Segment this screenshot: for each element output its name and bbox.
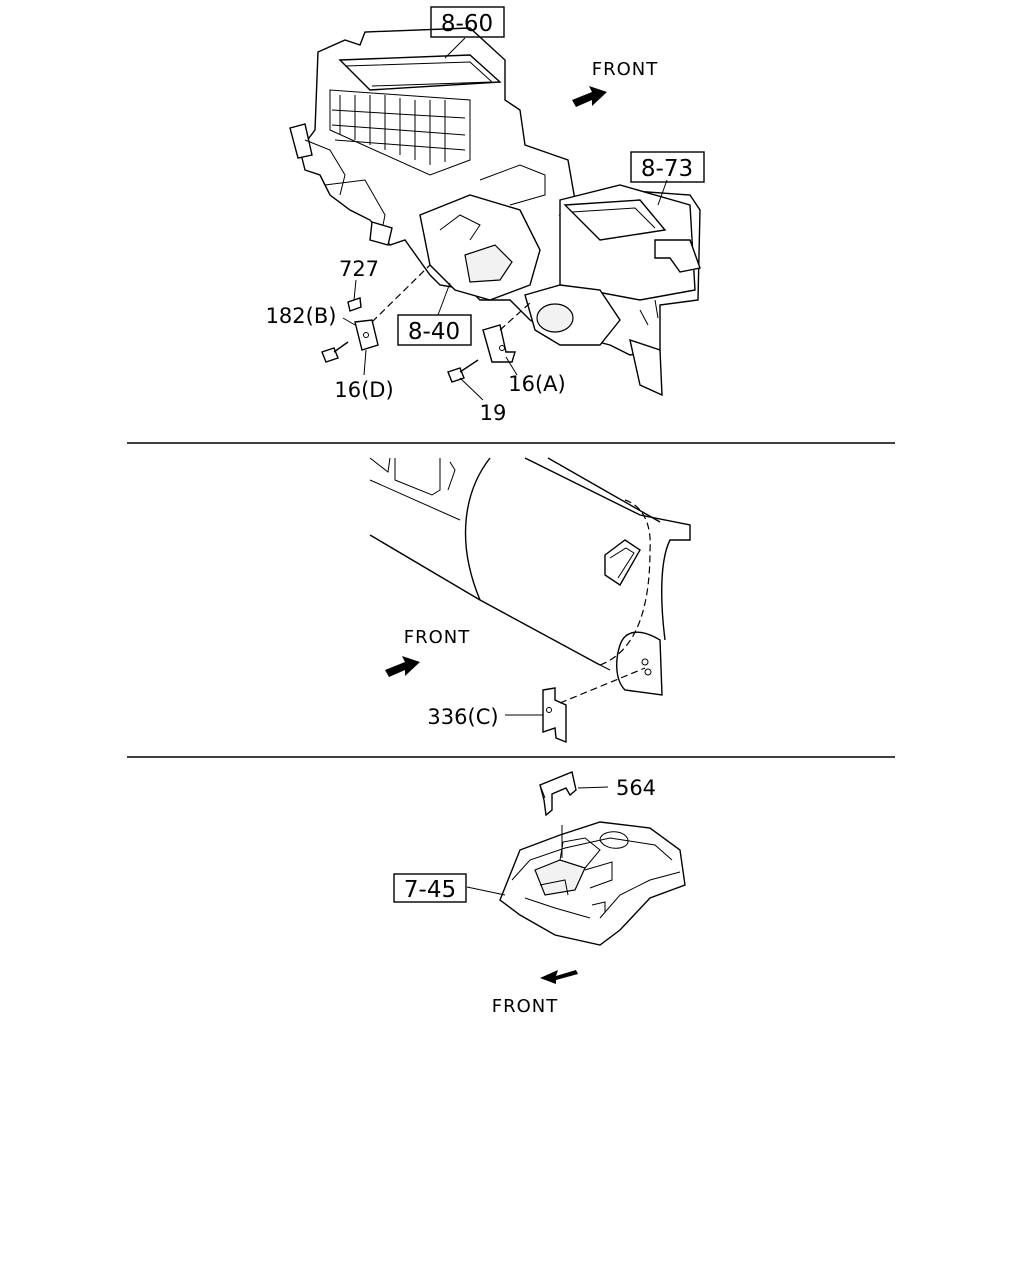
front-arrow-icon	[540, 970, 578, 984]
front-label-top: FRONT	[592, 59, 659, 80]
callout-box-8-60	[430, 6, 505, 38]
cover-564	[539, 771, 577, 817]
bolt-19	[447, 359, 479, 383]
bracket-727	[347, 297, 362, 312]
bracket-336c	[542, 687, 567, 744]
bracket-16a	[482, 324, 516, 363]
callout-19: 19	[480, 401, 507, 425]
callout-box-8-73	[630, 151, 705, 183]
bracket-16d	[354, 319, 379, 351]
callout-8-60: 8-60	[441, 11, 493, 37]
console-illustration	[499, 821, 686, 946]
callout-16d: 16(D)	[334, 378, 393, 402]
front-arrow-icon	[385, 656, 420, 677]
callout-8-73: 8-73	[641, 156, 693, 182]
callout-182b: 182(B)	[266, 304, 337, 328]
front-label-bottom: FRONT	[492, 996, 559, 1017]
callout-16a: 16(A)	[508, 372, 565, 396]
front-arrow-icon	[572, 86, 607, 107]
callout-box-8-40	[397, 314, 472, 346]
hvac-assembly-illustration	[289, 27, 701, 397]
callout-727: 727	[339, 257, 379, 281]
callout-564: 564	[616, 776, 656, 800]
bolt-182b	[321, 341, 349, 363]
callout-7-45: 7-45	[404, 877, 456, 903]
callout-336c: 336(C)	[427, 705, 498, 729]
front-label-middle: FRONT	[404, 627, 471, 648]
callout-8-40: 8-40	[408, 319, 460, 345]
callout-box-7-45	[393, 873, 467, 903]
instrument-panel-illustration	[369, 457, 691, 696]
